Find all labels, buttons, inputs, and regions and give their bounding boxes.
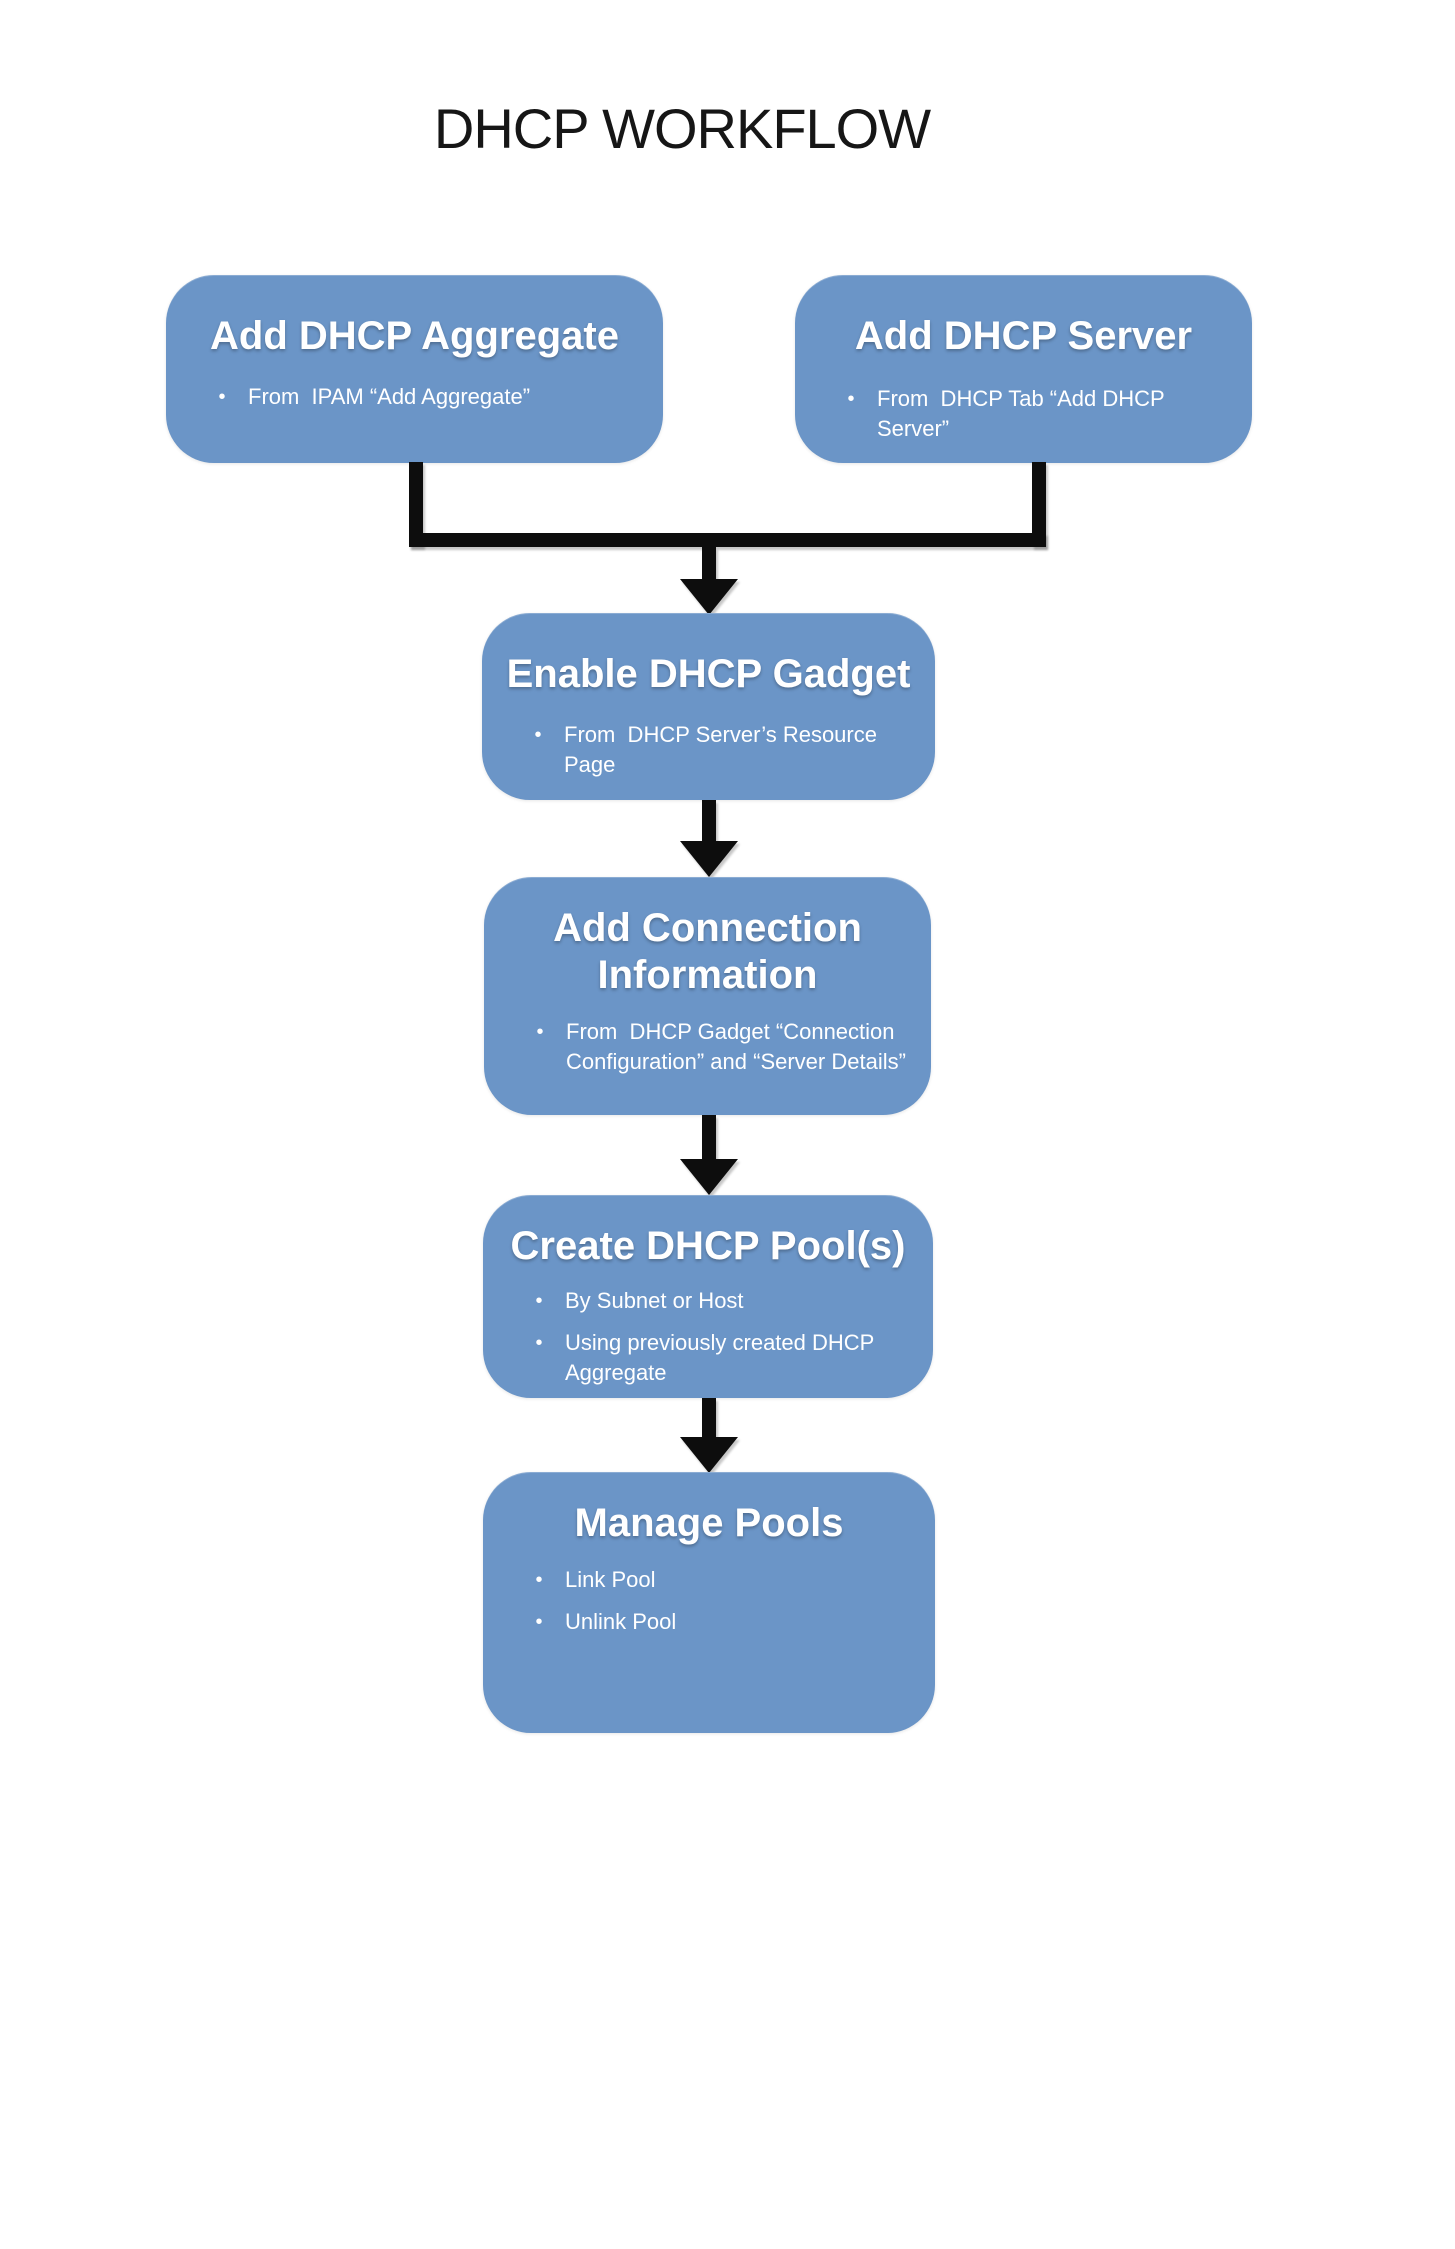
connector-stem-from-server — [1032, 462, 1046, 547]
connector-stem — [702, 1115, 716, 1160]
node-title: Add DHCP Aggregate — [210, 314, 619, 358]
bullet-icon: • — [534, 724, 542, 747]
connector-stem — [702, 1398, 716, 1438]
arrow-down-icon — [680, 1437, 738, 1473]
node-title: Add Connection Information — [553, 906, 862, 998]
node-add-connection-information: Add Connection Information • From DHCP G… — [484, 877, 931, 1115]
connector-stem-from-aggregate — [409, 462, 423, 547]
bullet-list: • From IPAM “Add Aggregate” — [166, 382, 663, 412]
bullet-icon: • — [535, 1611, 543, 1634]
node-add-dhcp-server: Add DHCP Server • From DHCP Tab “Add DHC… — [795, 275, 1252, 463]
bullet-icon: • — [535, 1290, 543, 1313]
node-add-dhcp-aggregate: Add DHCP Aggregate • From IPAM “Add Aggr… — [166, 275, 663, 463]
list-item: • From DHCP Server’s Resource Page — [482, 720, 935, 780]
node-title: Manage Pools — [574, 1501, 844, 1545]
node-title: Create DHCP Pool(s) — [510, 1224, 906, 1268]
list-item: • Link Pool — [483, 1565, 935, 1595]
bullet-text: By Subnet or Host — [565, 1288, 744, 1314]
list-item: • Unlink Pool — [483, 1607, 935, 1637]
bullet-icon: • — [536, 1021, 544, 1044]
bullet-icon: • — [535, 1569, 543, 1592]
connector-merge-down-stem — [702, 547, 716, 581]
arrow-down-icon — [680, 1159, 738, 1195]
arrow-down-icon — [680, 841, 738, 877]
list-item: • Using previously created DHCP Aggregat… — [483, 1328, 933, 1388]
bullet-text: From DHCP Gadget “Connection Configurati… — [566, 1019, 906, 1075]
bullet-icon: • — [535, 1332, 543, 1355]
list-item: • From DHCP Tab “Add DHCP Server” — [795, 384, 1252, 444]
list-item: • From IPAM “Add Aggregate” — [166, 382, 663, 412]
node-manage-pools: Manage Pools • Link Pool • Unlink Pool — [483, 1472, 935, 1733]
node-enable-dhcp-gadget: Enable DHCP Gadget • From DHCP Server’s … — [482, 613, 935, 800]
connector-stem — [702, 800, 716, 842]
bullet-list: • From DHCP Tab “Add DHCP Server” — [795, 384, 1252, 444]
list-item: • From DHCP Gadget “Connection Configura… — [484, 1017, 931, 1077]
bullet-list: • From DHCP Gadget “Connection Configura… — [484, 1017, 931, 1077]
bullet-list: • From DHCP Server’s Resource Page — [482, 720, 935, 780]
bullet-list: • Link Pool • Unlink Pool — [483, 1565, 935, 1637]
bullet-list: • By Subnet or Host • Using previously c… — [483, 1286, 933, 1388]
bullet-text: Link Pool — [565, 1567, 656, 1593]
bullet-text: From DHCP Tab “Add DHCP Server” — [877, 386, 1171, 442]
bullet-icon: • — [218, 386, 226, 409]
bullet-icon: • — [847, 388, 855, 411]
node-title: Enable DHCP Gadget — [506, 652, 911, 696]
bullet-text: Unlink Pool — [565, 1609, 677, 1635]
bullet-text: Using previously created DHCP Aggregate — [565, 1330, 875, 1386]
connector-merge-bar — [409, 533, 1046, 547]
node-title: Add DHCP Server — [854, 314, 1193, 358]
list-item: • By Subnet or Host — [483, 1286, 933, 1316]
bullet-text: From IPAM “Add Aggregate” — [248, 384, 531, 410]
bullet-text: From DHCP Server’s Resource Page — [564, 722, 884, 778]
page-title: DHCP WORKFLOW — [433, 97, 931, 160]
arrow-down-icon — [680, 579, 738, 615]
node-create-dhcp-pools: Create DHCP Pool(s) • By Subnet or Host … — [483, 1195, 933, 1398]
